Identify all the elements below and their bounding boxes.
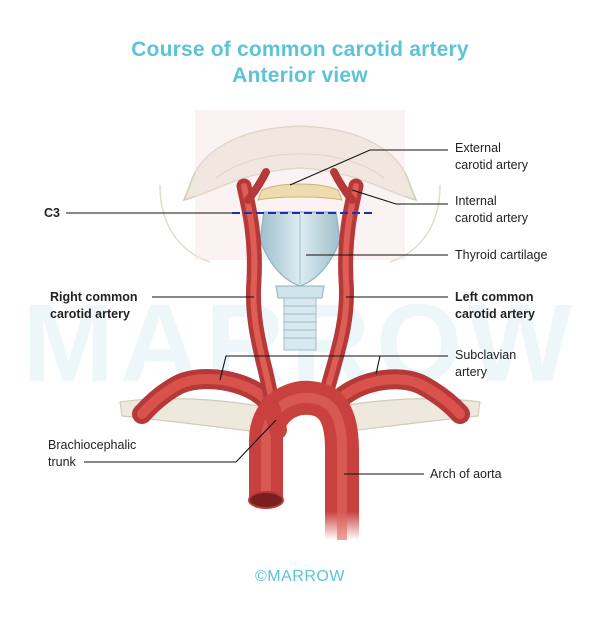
label-external-carotid-line1: External [455,141,501,155]
label-subclavian-line1: Subclavian [455,348,517,362]
title-line-1: Course of common carotid artery [131,38,469,61]
label-right-common-carotid-line1: Right common [50,290,138,304]
label-left-common-carotid-line2: carotid artery [455,307,535,321]
leader-internal-carotid [351,189,448,205]
leader-brachiocephalic [84,419,277,463]
leader-lines [66,149,448,475]
brand-logo: ©MARROW [255,568,345,585]
label-brachiocephalic-line2: trunk [48,455,76,469]
trachea [283,297,317,351]
label-internal-carotid-line2: carotid artery [455,211,528,225]
label-c3: C3 [44,206,60,220]
label-brachiocephalic: Brachiocephalic trunk [48,437,136,471]
label-right-common-carotid-line2: carotid artery [50,307,130,321]
right-subclavian-artery [132,369,278,424]
brachiocephalic-trunk [261,395,287,439]
thyroid-cartilage [259,211,341,299]
mandible [159,125,441,263]
label-internal-carotid: Internal carotid artery [455,193,528,227]
left-subclavian-artery [320,369,470,424]
label-left-common-carotid-line1: Left common [455,290,534,304]
aortic-arch [248,380,359,540]
title-line-2: Anterior view [232,64,368,87]
label-subclavian-line2: artery [455,365,487,379]
label-left-common-carotid: Left common carotid artery [455,289,535,323]
label-thyroid-cartilage: Thyroid cartilage [455,248,548,262]
leader-subclavian-left [375,355,381,375]
label-arch-of-aorta: Arch of aorta [430,467,502,481]
leader-subclavian [219,355,448,381]
label-right-common-carotid: Right common carotid artery [50,289,138,323]
label-subclavian: Subclavian artery [455,347,516,381]
label-internal-carotid-line1: Internal [455,194,497,208]
label-external-carotid: External carotid artery [455,140,528,174]
carotid-bifurcations [244,168,356,204]
label-brachiocephalic-line1: Brachiocephalic [48,438,137,452]
leader-external-carotid [289,149,448,186]
label-external-carotid-line2: carotid artery [455,158,528,172]
left-common-carotid-artery [314,178,364,420]
hyoid-bone [257,183,343,201]
